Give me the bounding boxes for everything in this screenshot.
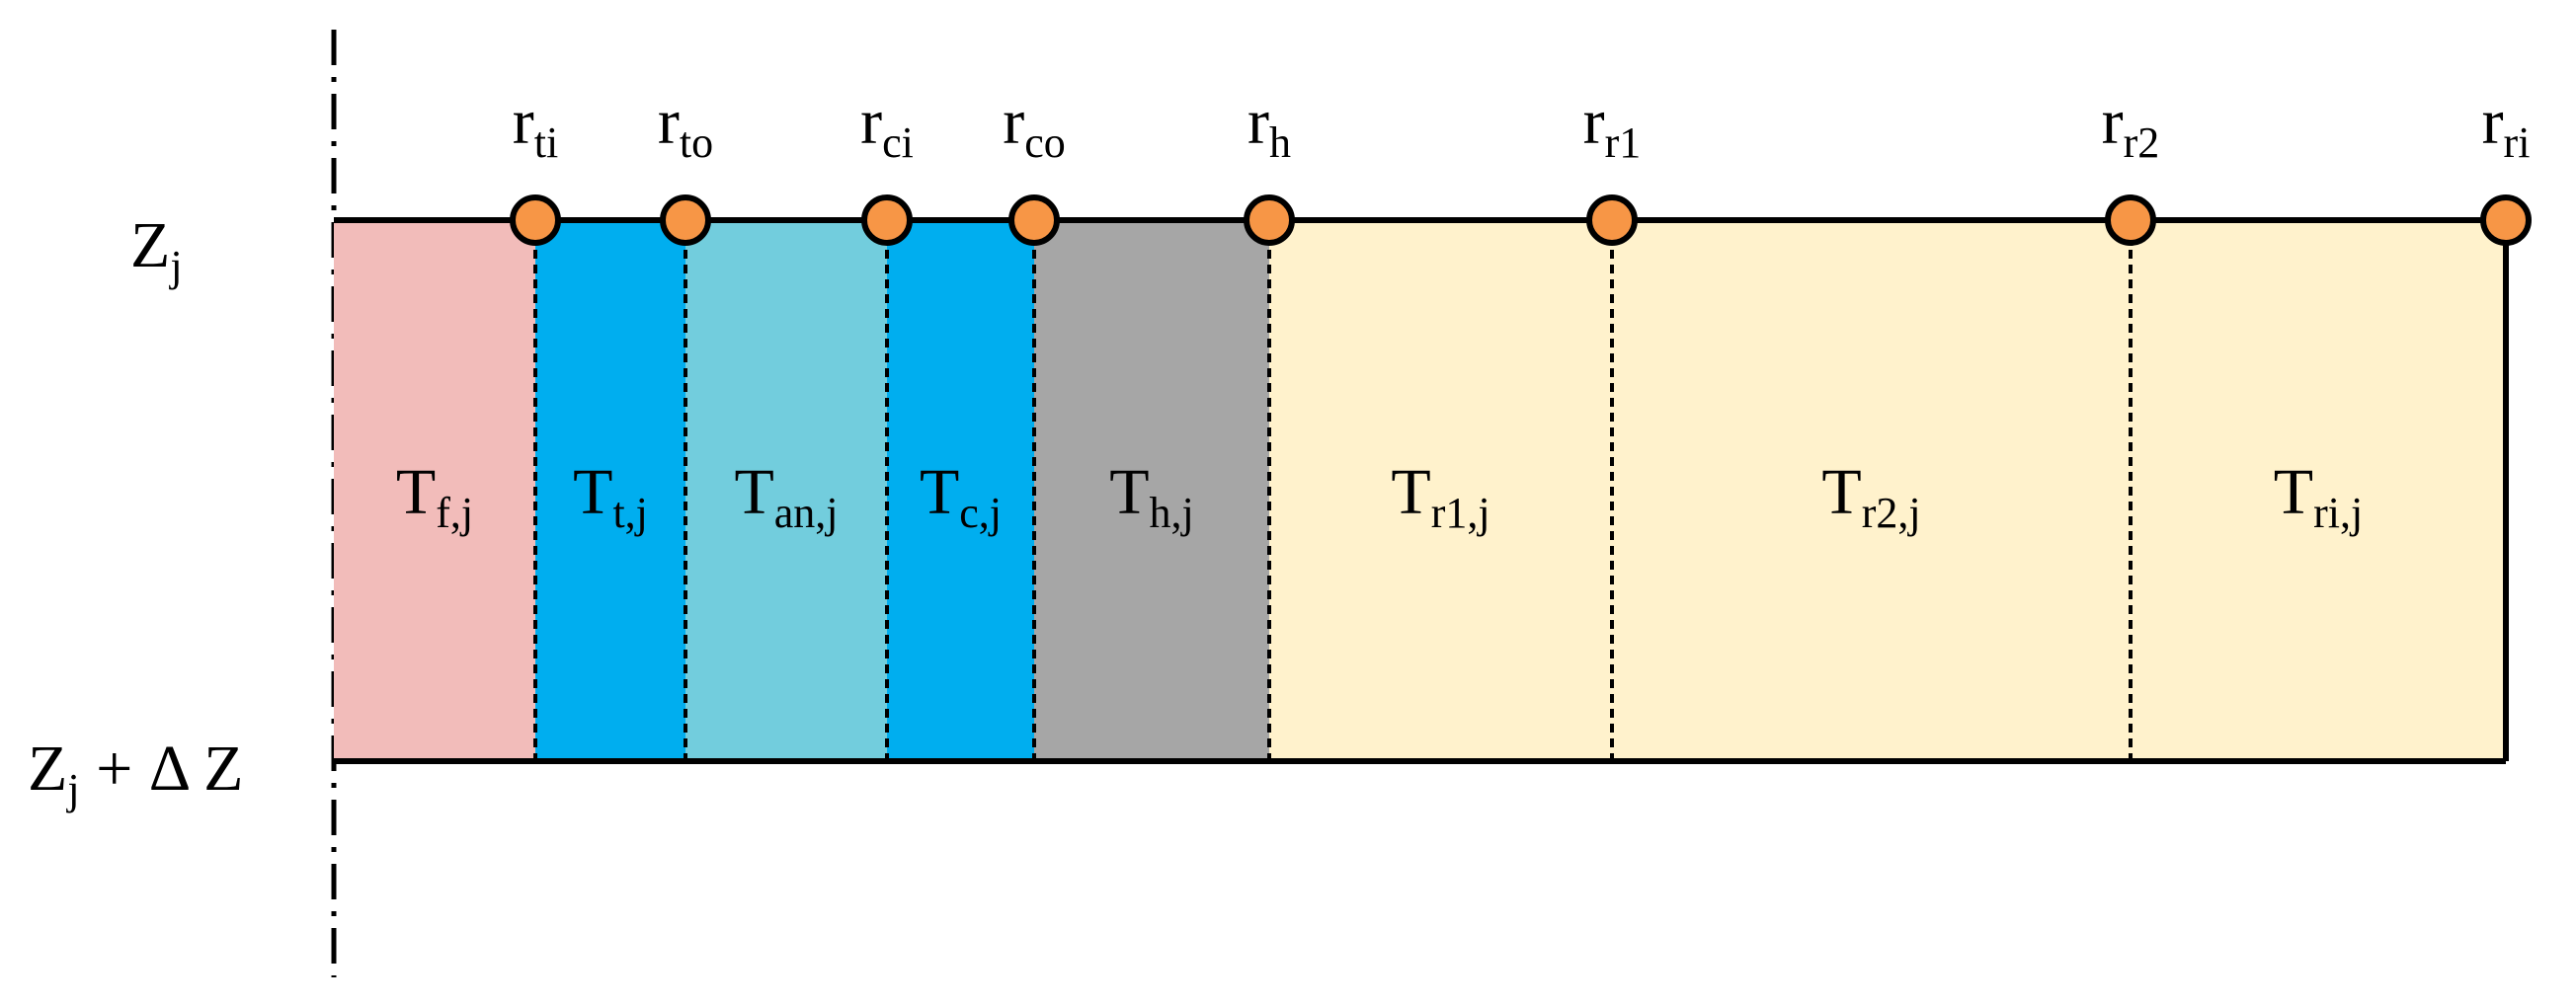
node-co: [1008, 194, 1060, 246]
node-r1: [1586, 194, 1638, 246]
node-label-ci: rci: [860, 86, 914, 167]
region-t-j: [535, 220, 685, 761]
node-label-co: rco: [1003, 86, 1066, 167]
region-h-j: [1034, 220, 1269, 761]
region-label-an-j: Tan,j: [734, 456, 838, 537]
node-h: [1244, 194, 1295, 246]
region-ri-j: [2131, 220, 2506, 761]
region-label-r2-j: Tr2,j: [1821, 456, 1920, 537]
node-ti: [510, 194, 561, 246]
zj-plus-delta-z-label: Zj + Δ Z: [28, 733, 243, 813]
region-an-j: [685, 220, 887, 761]
node-ri: [2480, 194, 2532, 246]
region-label-r1-j: Tr1,j: [1391, 456, 1489, 537]
region-label-ri-j: Tri,j: [2274, 456, 2363, 537]
node-label-r1: rr1: [1583, 86, 1642, 167]
region-r2-j: [1612, 220, 2131, 761]
region-label-h-j: Th,j: [1109, 456, 1194, 537]
node-label-h: rh: [1248, 86, 1291, 167]
region-f-j: [334, 220, 535, 761]
region-label-f-j: Tf,j: [396, 456, 473, 537]
node-label-ti: rti: [513, 86, 558, 167]
node-label-ri: rri: [2482, 86, 2531, 167]
node-label-r2: rr2: [2102, 86, 2160, 167]
node-r2: [2105, 194, 2156, 246]
region-c-j: [887, 220, 1034, 761]
node-label-to: rto: [658, 86, 713, 167]
zj-label: Zj: [130, 209, 183, 290]
node-to: [660, 194, 711, 246]
region-label-c-j: Tc,j: [920, 456, 1002, 537]
node-ci: [861, 194, 913, 246]
region-label-t-j: Tt,j: [573, 456, 648, 537]
region-r1-j: [1269, 220, 1612, 761]
